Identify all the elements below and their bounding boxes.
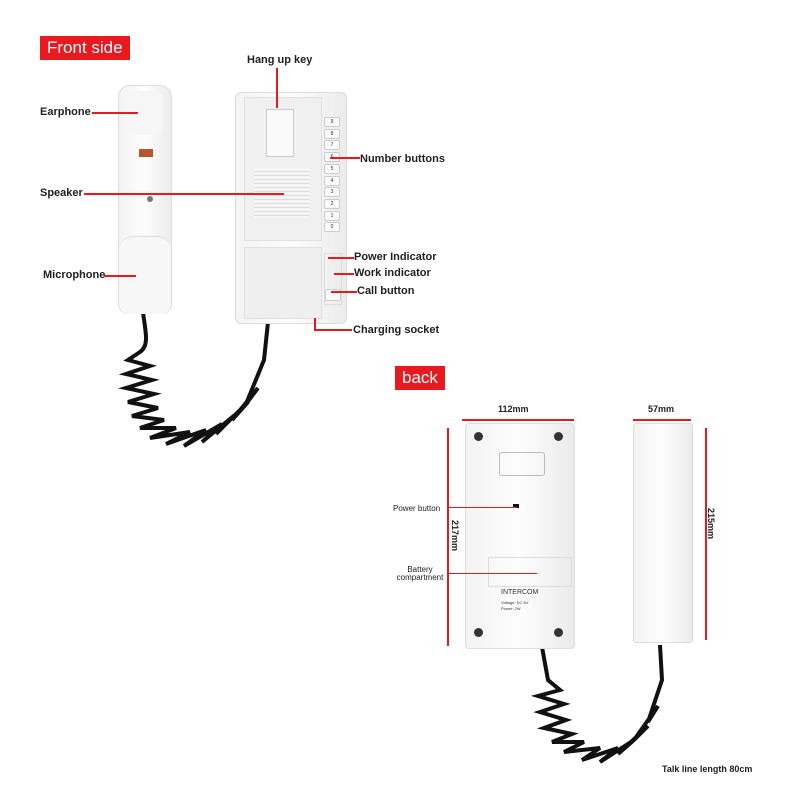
power-switch[interactable] [513,504,519,508]
device-label-power: Power: 2W [501,606,521,611]
hang-up-key[interactable] [266,109,294,157]
label-earphone: Earphone [40,106,91,118]
dim-depth: 57mm [648,404,675,414]
number-key-3[interactable]: 3 [324,187,340,198]
call-panel [324,253,342,305]
talk-line-length: Talk line length 80cm [662,764,753,774]
label-charging-socket: Charging socket [353,324,440,336]
base-back: INTERCOM Voltage: DC 6V Power: 2W [465,423,575,649]
speaker-hole [147,196,153,202]
wall-mount-slots [499,452,545,476]
hook-switch [139,149,153,157]
label-power-indicator: Power Indicator [354,251,437,263]
base-front [235,92,347,324]
label-hangup: Hang up key [247,54,313,66]
number-key-9[interactable]: 9 [324,117,340,127]
label-work-indicator: Work indicator [354,267,431,279]
back-tag: back [395,366,445,390]
number-key-8[interactable]: 8 [324,128,340,139]
battery-cover[interactable] [488,557,572,587]
number-key-5[interactable]: 5 [324,163,340,174]
number-key-1[interactable]: 1 [324,210,340,221]
handset-front [118,85,172,314]
number-key-4[interactable]: 4 [324,175,340,186]
label-call-button: Call button [357,285,415,297]
label-number-buttons: Number buttons [360,153,445,165]
dim-width: 112mm [498,404,529,414]
number-key-7[interactable]: 7 [324,140,340,151]
label-microphone: Microphone [43,269,106,281]
device-label-voltage: Voltage: DC 6V [501,600,529,605]
label-speaker: Speaker [40,187,83,199]
device-label-name: INTERCOM [501,589,539,596]
number-key-0[interactable]: 0 [324,222,340,233]
label-power-button: Power button [393,504,441,513]
label-battery: Battery compartment [396,565,444,582]
handset-side [633,423,693,643]
front-side-tag: Front side [40,36,130,60]
dim-handset-height: 215mm [706,508,716,540]
dim-base-height: 217mm [450,520,460,552]
handset-cradle-bottom [244,247,322,319]
number-key-2[interactable]: 2 [324,198,340,209]
